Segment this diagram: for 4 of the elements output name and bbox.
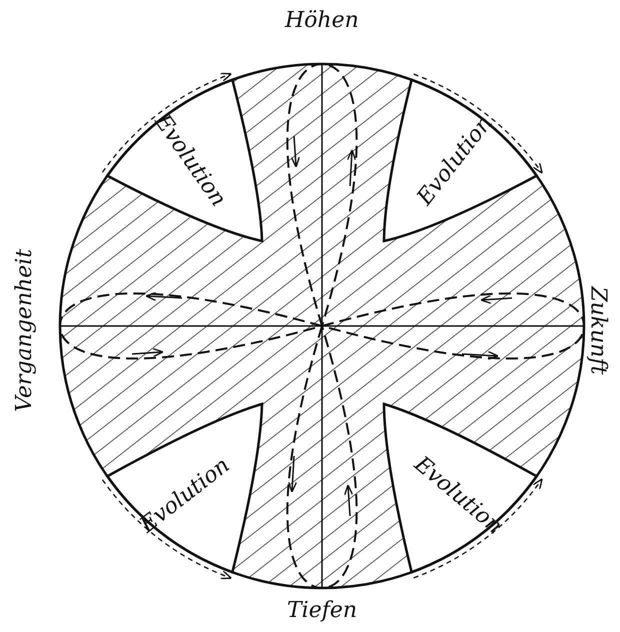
axis-label: Tiefen [287,598,358,622]
axis-label: Zukunft [586,286,611,374]
axis-label: Vergangenheit [12,248,37,412]
axis-label: Höhen [285,8,359,32]
